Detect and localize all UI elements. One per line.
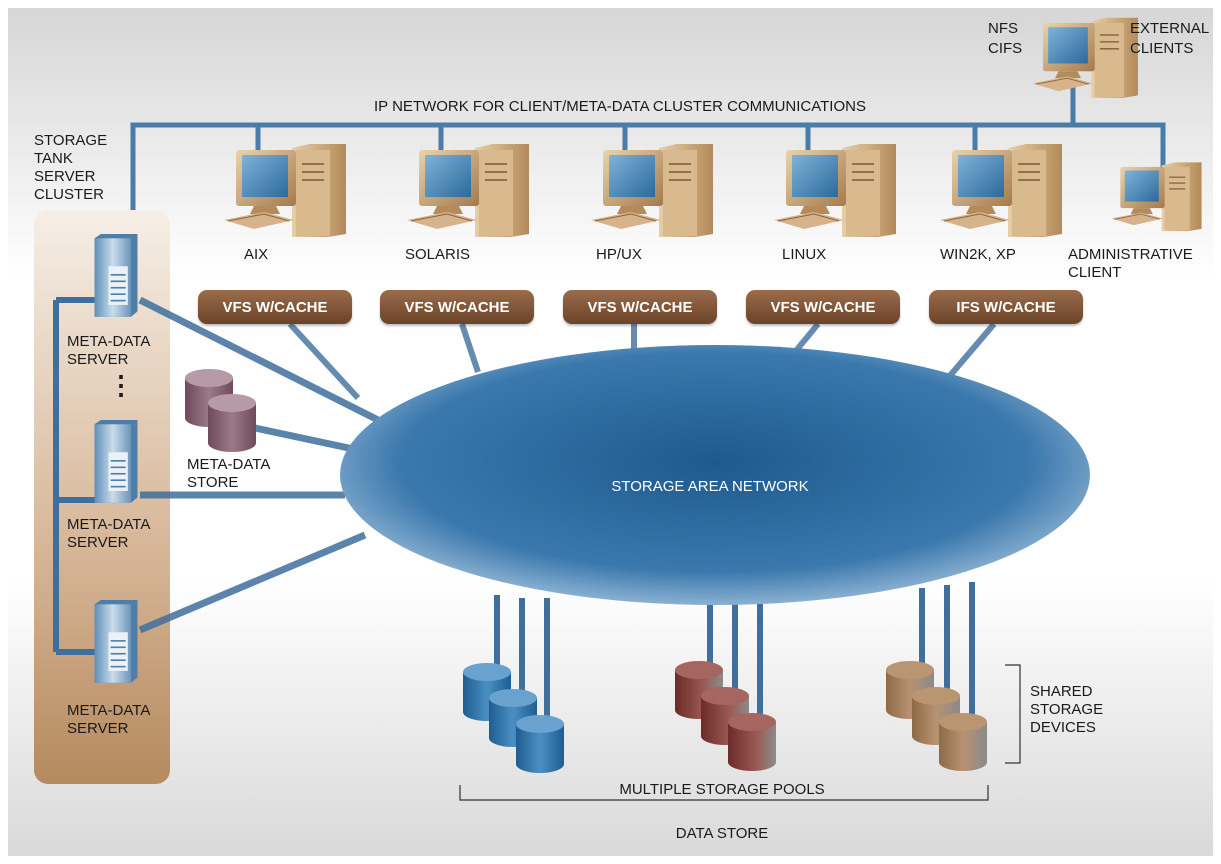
server-label-2b: SERVER (67, 534, 129, 551)
shared-devices-label-3: DEVICES (1030, 719, 1096, 736)
server-icon-3 (93, 600, 139, 684)
fs-pill-aix: VFS W/CACHE (198, 290, 352, 324)
shared-devices-label-2: STORAGE (1030, 701, 1104, 718)
ip-network-label: IP NETWORK FOR CLIENT/META-DATA CLUSTER … (374, 98, 866, 115)
pools-bracket (459, 785, 989, 801)
client-os-hpux: HP/UX (596, 246, 642, 263)
server-label-1a: META-DATA (67, 333, 151, 350)
client-os-aix: AIX (244, 246, 269, 263)
server-icon-2 (93, 420, 139, 504)
admin-client-label-1: ADMINISTRATIVE (1068, 246, 1193, 263)
shared-devices-bracket (1005, 664, 1021, 764)
bottom-band (8, 580, 1213, 856)
metadata-store-cylinders (185, 369, 256, 452)
san-label: STORAGE AREA NETWORK (611, 478, 809, 495)
cifs-label: CIFS (988, 40, 1023, 57)
cluster-interconnect (53, 297, 98, 655)
fs-pill-linux: VFS W/CACHE (746, 290, 900, 324)
server-ellipsis: ⋮ (108, 370, 134, 400)
client-os-windows: WIN2K, XP (940, 246, 1016, 263)
metadata-store-label-1: META-DATA (187, 456, 271, 473)
data-store-label: DATA STORE (675, 825, 769, 842)
admin-client-label-2: CLIENT (1068, 264, 1122, 281)
external-clients-label-2: CLIENTS (1130, 40, 1194, 57)
external-clients-label-1: EXTERNAL (1130, 20, 1210, 37)
storage-pool-tan (886, 661, 987, 771)
shared-devices-label-1: SHARED (1030, 683, 1093, 700)
server-san-links (138, 296, 380, 634)
client-os-linux: LINUX (782, 246, 827, 263)
cluster-label-1: STORAGE (34, 132, 108, 149)
server-label-3b: SERVER (67, 720, 129, 737)
server-label-1b: SERVER (67, 351, 129, 368)
server-icon-1 (93, 234, 139, 318)
client-os-solaris: SOLARIS (405, 246, 471, 263)
metadata-store-label-2: STORE (187, 474, 239, 491)
cluster-label-2: TANK (34, 150, 73, 167)
storage-pool-blue (463, 663, 564, 773)
fs-pill-windows: IFS W/CACHE (929, 290, 1083, 324)
pools-label: MULTIPLE STORAGE POOLS (619, 781, 825, 798)
fs-pill-hpux: VFS W/CACHE (563, 290, 717, 324)
storage-area-network (340, 345, 1090, 605)
storage-pool-red (675, 661, 776, 771)
nfs-label: NFS (988, 20, 1018, 37)
server-label-3a: META-DATA (67, 702, 151, 719)
fs-pill-solaris: VFS W/CACHE (380, 290, 534, 324)
client-san-links (287, 321, 997, 401)
server-label-2a: META-DATA (67, 516, 151, 533)
cluster-label-4: CLUSTER (34, 186, 105, 203)
cluster-label-3: SERVER (34, 168, 96, 185)
